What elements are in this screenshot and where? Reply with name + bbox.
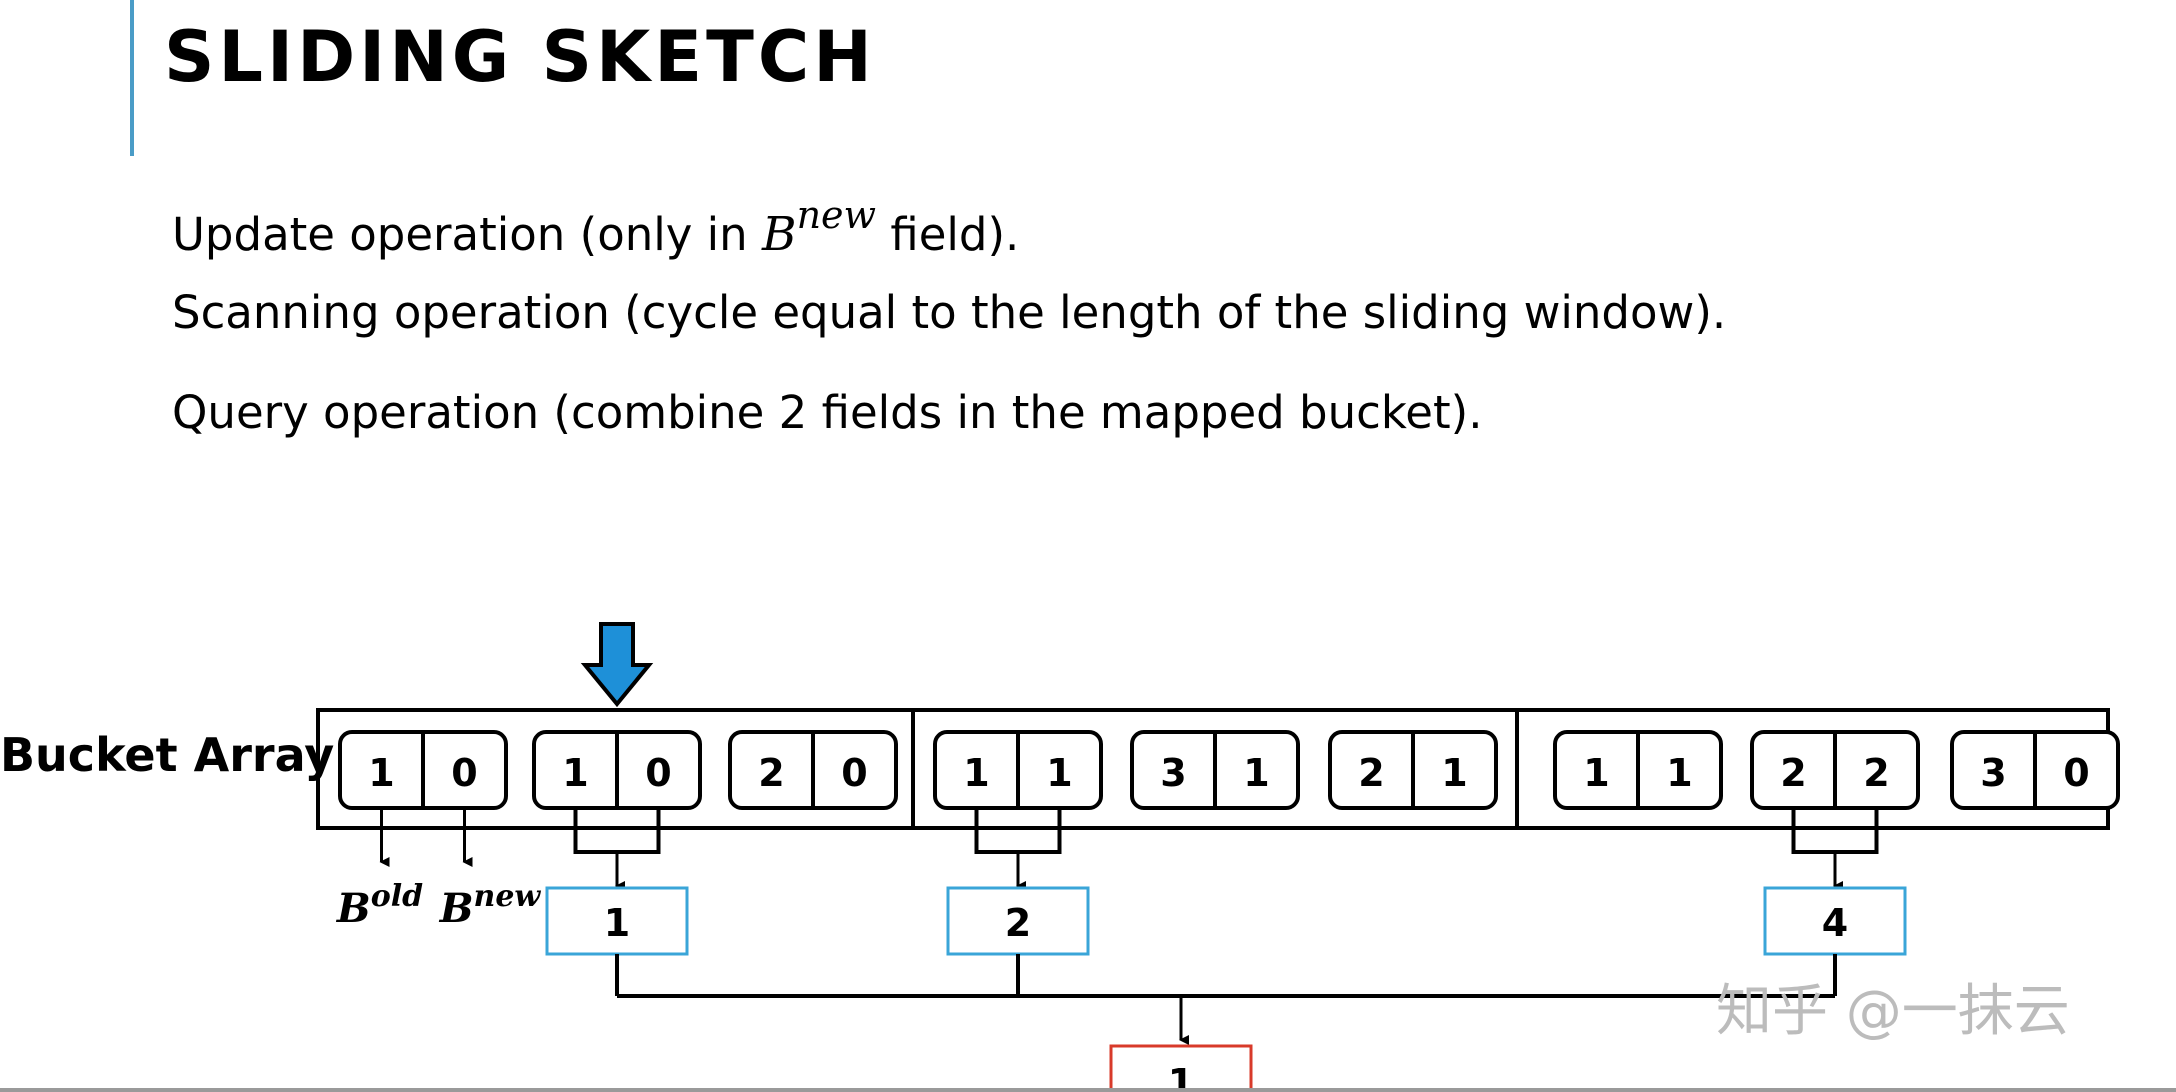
bullet-scanning: Scanning operation (cycle equal to the l… (172, 290, 1726, 335)
bullet-update: Update operation (only in Bnew field). (172, 196, 1019, 258)
bullet-update-text: Update operation (only in (172, 208, 763, 261)
bullet-query: Query operation (combine 2 fields in the… (172, 390, 1483, 435)
math-sup: new (796, 193, 877, 237)
bucket-new-value: 1 (1243, 751, 1269, 795)
bucket-array-label: Bucket Array (0, 728, 335, 782)
bucket-old-value: 2 (1358, 751, 1384, 795)
slide-title: SLIDING SKETCH (164, 16, 876, 98)
bucket-new-value: 0 (645, 751, 671, 795)
bucket-old-value: 1 (1583, 751, 1609, 795)
bullet-query-text: Query operation (combine 2 fields in the… (172, 386, 1483, 439)
field-label-base: B (336, 885, 371, 932)
bucket-new-value: 0 (451, 751, 477, 795)
bucket-old-value: 1 (368, 751, 394, 795)
query-result-value: 4 (1822, 901, 1848, 945)
bucket-new-value: 0 (841, 751, 867, 795)
query-result-value: 1 (604, 901, 630, 945)
field-label-new: Bnew (439, 879, 542, 932)
bucket-old-value: 2 (1780, 751, 1806, 795)
math-base: B (762, 207, 797, 262)
query-result-box-2 (1763, 886, 1907, 956)
watermark: 知乎 @一抹云 (1716, 979, 2070, 1044)
bucket-old-value: 2 (758, 751, 784, 795)
bottom-rule (0, 1088, 2176, 1092)
field-label-sup: new (474, 879, 542, 914)
bucket-new-value: 1 (1666, 751, 1692, 795)
field-label-old: Bold (336, 879, 423, 932)
bucket-old-value: 3 (1980, 751, 2006, 795)
bucket-new-value: 0 (2063, 751, 2089, 795)
bucket-old-value: 1 (562, 751, 588, 795)
bucket-new-value: 1 (1441, 751, 1467, 795)
scan-pointer-arrow (580, 622, 654, 708)
bucket-new-value: 1 (1046, 751, 1072, 795)
final-result-box (1109, 1044, 1253, 1092)
query-result-box-1 (946, 886, 1090, 956)
query-result-value: 2 (1005, 901, 1031, 945)
bullet-update-tail: field). (876, 208, 1020, 261)
bucket-old-value: 1 (963, 751, 989, 795)
bucket-old-value: 3 (1160, 751, 1186, 795)
b-new-math: Bnew (762, 196, 876, 262)
bullet-scanning-text: Scanning operation (cycle equal to the l… (172, 286, 1727, 339)
field-label-sup: old (371, 879, 423, 914)
query-result-box-0 (545, 886, 689, 956)
title-accent-bar (130, 0, 134, 156)
field-label-base: B (439, 885, 474, 932)
bucket-new-value: 2 (1863, 751, 1889, 795)
final-result-value: 1 (1168, 1061, 1194, 1092)
